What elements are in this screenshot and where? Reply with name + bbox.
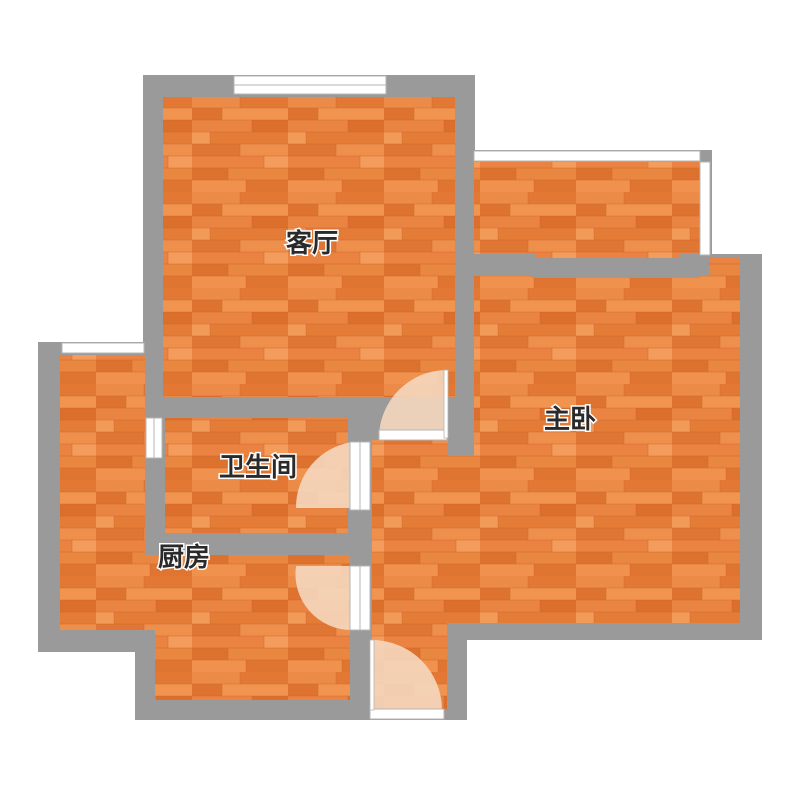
floor-kitchen-bottom bbox=[155, 630, 350, 700]
door-entrance[interactable] bbox=[369, 639, 445, 720]
window-balcony-top bbox=[473, 150, 701, 162]
doors bbox=[295, 369, 449, 720]
wall-living-bath bbox=[145, 397, 373, 417]
windows bbox=[61, 75, 711, 459]
door-living-room[interactable] bbox=[378, 369, 449, 441]
floor-bedroom-hall bbox=[372, 440, 474, 623]
floor-bedroom-topright bbox=[700, 258, 740, 278]
floor-kitchen-left bbox=[60, 355, 145, 630]
floor-balcony bbox=[474, 162, 700, 258]
wall-bedroom-stub-left bbox=[455, 254, 535, 276]
room-labels: 客厅 主卧 卫生间 厨房 bbox=[156, 227, 597, 575]
window-balcony-right bbox=[699, 161, 711, 256]
wall-bedroom-stub-right bbox=[679, 254, 709, 276]
label-living-room: 客厅 bbox=[286, 228, 338, 259]
window-kitchen-top bbox=[61, 342, 145, 354]
floor-living-room bbox=[163, 97, 455, 397]
floor-bedroom bbox=[474, 278, 740, 623]
label-bathroom: 卫生间 bbox=[219, 453, 297, 483]
wall-entry-right bbox=[447, 623, 467, 720]
label-kitchen: 厨房 bbox=[158, 543, 210, 573]
wall-bath-kitchen bbox=[145, 535, 372, 555]
door-bathroom[interactable] bbox=[295, 441, 371, 511]
label-master-bedroom: 主卧 bbox=[544, 405, 596, 435]
door-kitchen[interactable] bbox=[295, 565, 371, 631]
wall-bedroom-left-lower bbox=[448, 430, 474, 456]
